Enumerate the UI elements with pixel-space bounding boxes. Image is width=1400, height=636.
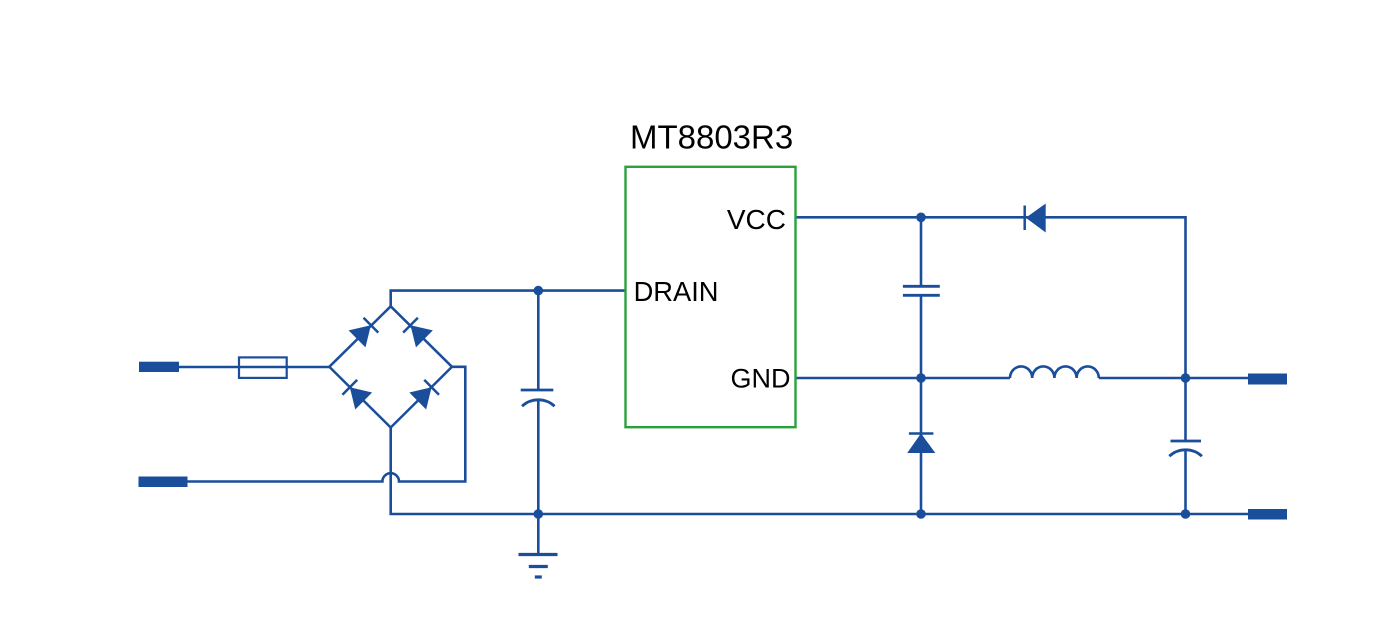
- svg-text:MT8803R3: MT8803R3: [630, 119, 793, 156]
- svg-text:VCC: VCC: [727, 204, 786, 235]
- svg-text:DRAIN: DRAIN: [634, 276, 719, 307]
- svg-text:GND: GND: [731, 363, 791, 393]
